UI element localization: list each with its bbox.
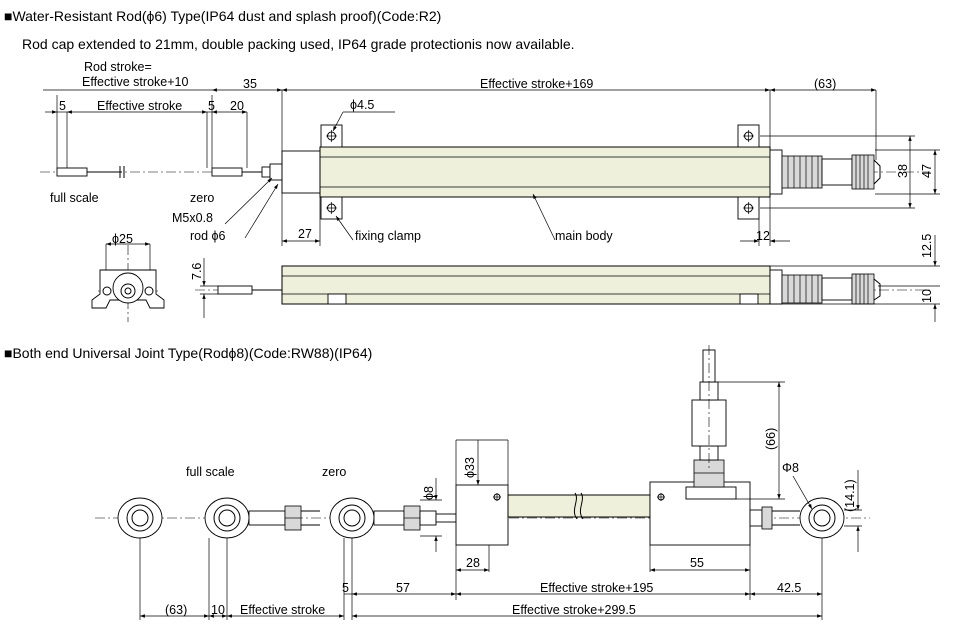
main-body (281, 146, 881, 198)
uj-rod-diameter: ϕ8 (422, 486, 436, 500)
section1-title: ■Water-Resistant Rod(ϕ6) Type(IP64 dust … (4, 8, 442, 24)
rod-end-right (799, 497, 845, 539)
uj-dim-42-5: 42.5 (777, 581, 801, 595)
dim-47: 47 (920, 164, 934, 178)
dim-5-left: 5 (59, 99, 66, 113)
dim-38: 38 (896, 164, 910, 178)
dim-12: 12 (756, 229, 770, 243)
end-view-diameter: ϕ25 (112, 232, 133, 246)
section2-title: ■Both end Universal Joint Type(Rodϕ8)(Co… (4, 345, 373, 361)
rod-stroke-label-2: Effective stroke+10 (82, 75, 188, 89)
dim-27: 27 (298, 227, 312, 241)
section1-subtitle: Rod cap extended to 21mm, double packing… (22, 36, 575, 52)
rw88-view: full scale zero ϕ8 ϕ33 (66) Φ8 (14.1) 28… (95, 345, 870, 620)
uj-joint-diameter: Φ8 (782, 461, 799, 475)
main-body-label: main body (555, 229, 613, 243)
uj-full-scale-label: full scale (186, 465, 235, 479)
dim-20: 20 (230, 99, 244, 113)
rod-end-zero (329, 497, 457, 539)
full-scale-rod (56, 166, 125, 178)
uj-head-diameter: ϕ33 (463, 457, 477, 478)
uj-dim-63: (63) (165, 603, 187, 617)
rw88-rod (507, 494, 651, 518)
uj-dim-55: 55 (690, 556, 704, 570)
zero-rod (211, 163, 283, 181)
uj-dim-66: (66) (764, 428, 778, 450)
rod-diameter-label: rod ϕ6 (190, 229, 226, 243)
fixing-clamp-label: fixing clamp (355, 229, 421, 243)
hole-diameter-label: ϕ4.5 (350, 98, 374, 112)
fixing-clamp-right (737, 124, 760, 220)
uj-dim-5: 5 (342, 581, 349, 595)
uj-effective-stroke: Effective stroke (240, 603, 325, 617)
dim-63: (63) (814, 77, 836, 91)
effective-stroke-label: Effective stroke (97, 99, 182, 113)
uj-dim-299-5: Effective stroke+299.5 (512, 603, 636, 617)
dim-body-length: Effective stroke+169 (480, 77, 593, 91)
uj-dim-57: 57 (396, 581, 410, 595)
head-block (455, 484, 509, 546)
dim-10: 10 (920, 289, 934, 303)
uj-zero-label: zero (322, 465, 346, 479)
r2-top-view: Rod stroke= Effective stroke+10 35 Effec… (40, 60, 940, 246)
zero-label: zero (190, 191, 214, 205)
uj-dim-28: 28 (466, 556, 480, 570)
dim-12-5: 12.5 (920, 234, 934, 258)
dim-35: 35 (243, 77, 257, 91)
full-scale-label: full scale (50, 191, 99, 205)
uj-dim-195: Effective stroke+195 (540, 581, 653, 595)
dim-5-right: 5 (208, 99, 215, 113)
r2-side-view: 7.6 12.5 10 (190, 234, 940, 322)
rod-end-full-scale-1 (117, 497, 163, 539)
uj-dim-14-1: (14.1) (843, 479, 857, 512)
thread-label: M5x0.8 (172, 211, 213, 225)
r2-end-view: ϕ25 (91, 232, 165, 322)
uj-dim-10: 10 (211, 603, 225, 617)
rod-stroke-label-1: Rod stroke= (84, 60, 152, 74)
dim-7-6: 7.6 (190, 263, 204, 280)
